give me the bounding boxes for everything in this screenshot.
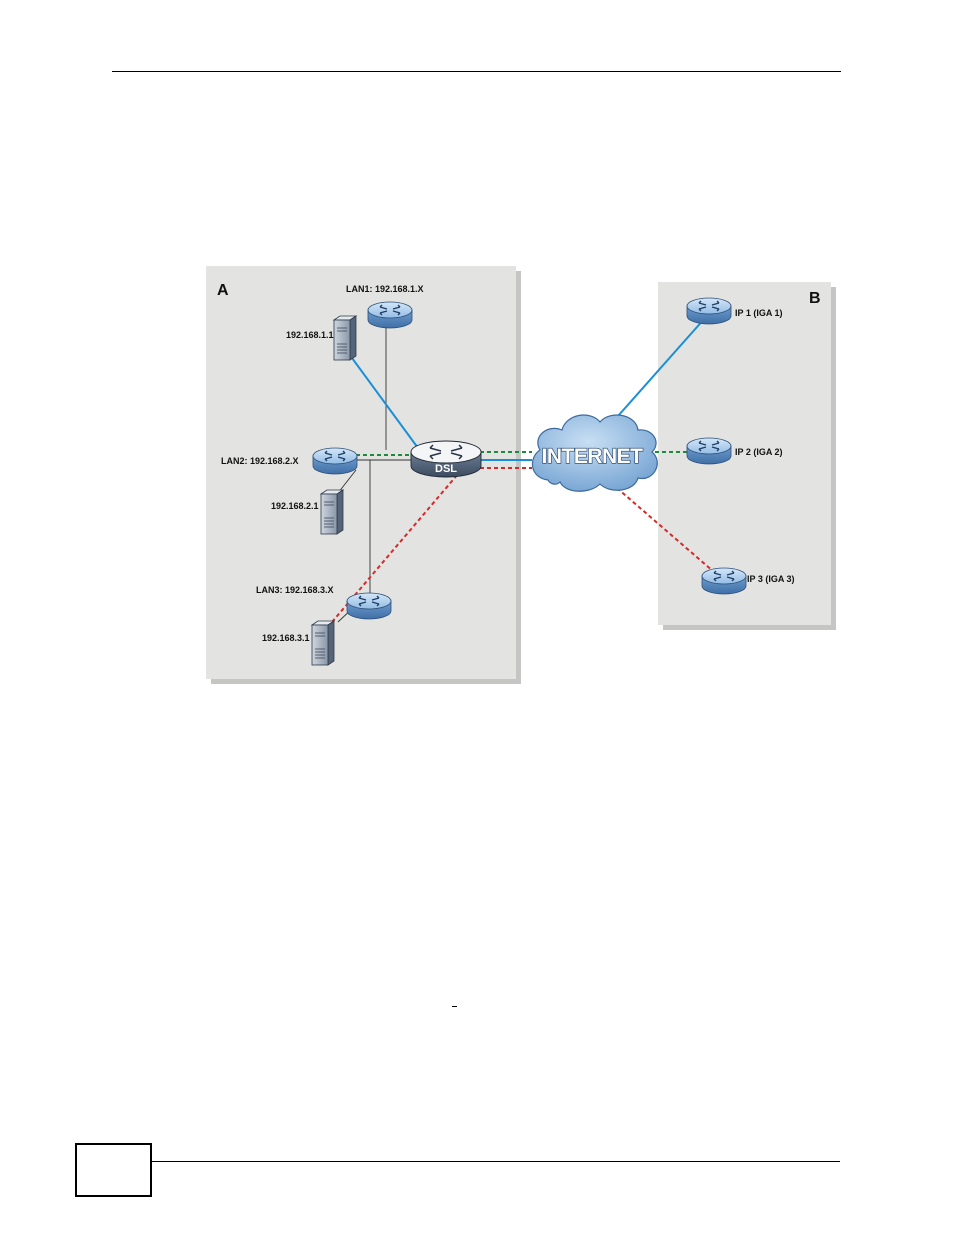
footer-rule [151, 1161, 840, 1162]
dsl-label: DSL [435, 463, 457, 475]
lan2-server-ip: 192.168.2.1 [271, 501, 319, 511]
lan3-label: LAN3: 192.168.3.X [256, 585, 334, 595]
router-icon [346, 592, 392, 620]
internet-label: INTERNET [542, 445, 644, 468]
dsl-router-icon [410, 440, 482, 478]
router-icon [701, 567, 747, 595]
lan3-server-ip: 192.168.3.1 [262, 633, 310, 643]
lan1-label: LAN1: 192.168.1.X [346, 284, 424, 294]
stray-mark [452, 1006, 457, 1007]
router-icon [367, 301, 413, 329]
remote-ip3-label: IP 3 (IGA 3) [747, 574, 795, 584]
lan2-label: LAN2: 192.168.2.X [221, 456, 299, 466]
remote-ip1-label: IP 1 (IGA 1) [735, 308, 783, 318]
lan1-server-ip: 192.168.1.1 [286, 330, 334, 340]
zone-b-label: B [809, 290, 821, 307]
page-number-box [75, 1143, 152, 1197]
red-link [331, 467, 715, 623]
server-icon [311, 620, 335, 666]
remote-ip2-label: IP 2 (IGA 2) [735, 447, 783, 457]
router-icon [686, 297, 732, 325]
blue-link [351, 317, 706, 461]
router-icon [312, 447, 358, 475]
router-icon [686, 437, 732, 465]
server-icon [333, 315, 357, 361]
header-rule [112, 71, 841, 72]
green-link [356, 451, 688, 456]
server-icon [320, 489, 344, 535]
zone-a-label: A [217, 282, 229, 299]
cloud-icon [531, 414, 658, 492]
